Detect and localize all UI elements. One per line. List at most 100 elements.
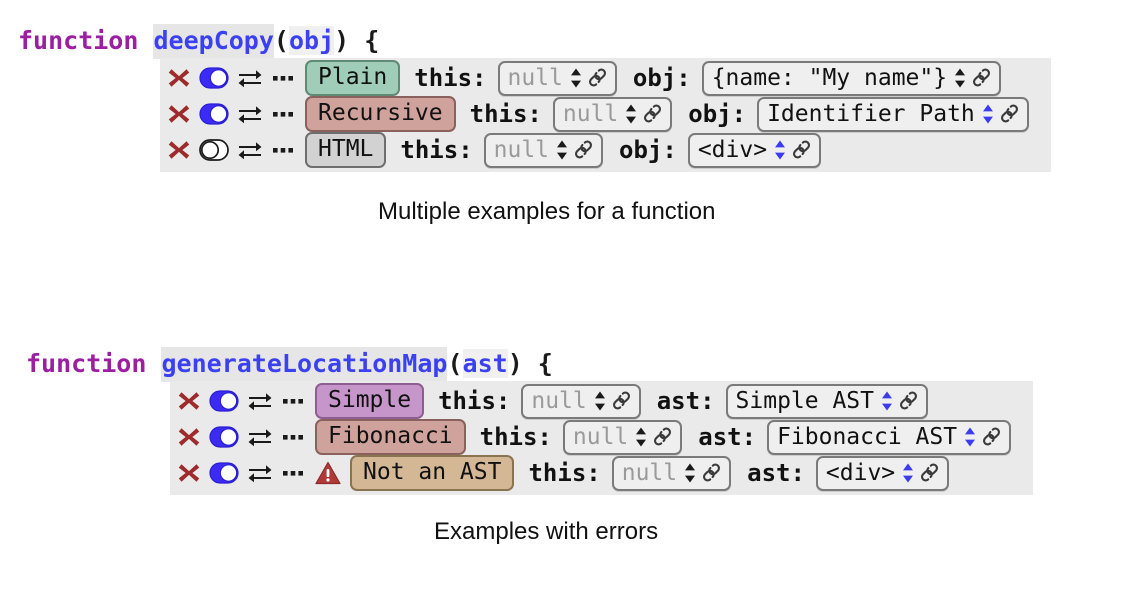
- link-chain-icon[interactable]: [587, 67, 608, 88]
- example-name-pill[interactable]: Not an AST: [350, 455, 515, 491]
- swap-arrows-icon[interactable]: [237, 67, 263, 89]
- argument-value-text[interactable]: Identifier Path: [767, 100, 975, 127]
- value-stepper-icon[interactable]: [982, 103, 994, 125]
- warning-triangle-icon[interactable]: [315, 461, 341, 485]
- argument-label: ast:: [747, 459, 805, 487]
- argument-value-field[interactable]: Fibonacci AST: [767, 419, 1012, 455]
- value-stepper-icon[interactable]: [635, 426, 647, 448]
- close-x-icon[interactable]: [166, 101, 192, 127]
- link-chain-icon[interactable]: [573, 139, 594, 160]
- argument-value-text[interactable]: null: [572, 423, 629, 450]
- toggle-switch-on-icon[interactable]: [199, 67, 229, 89]
- function-signature: function generateLocationMap(ast) {: [26, 347, 1033, 382]
- value-stepper-icon[interactable]: [556, 139, 568, 161]
- function-name[interactable]: generateLocationMap: [161, 347, 448, 382]
- example-row[interactable]: Simple this: null ast: Simple AST: [176, 383, 1027, 419]
- argument-value-text[interactable]: null: [621, 459, 678, 486]
- argument-value-text[interactable]: null: [507, 64, 563, 91]
- argument-value-field[interactable]: null: [562, 419, 683, 455]
- link-chain-icon[interactable]: [919, 462, 940, 483]
- example-name-pill[interactable]: HTML: [305, 132, 387, 168]
- argument-value-field[interactable]: null: [497, 60, 617, 96]
- function-parameter[interactable]: ast: [462, 349, 508, 378]
- link-chain-icon[interactable]: [642, 103, 663, 124]
- example-name-pill[interactable]: Plain: [305, 60, 401, 96]
- close-x-icon[interactable]: [176, 460, 202, 486]
- argument-value-field[interactable]: Simple AST: [725, 383, 929, 419]
- function-parameter[interactable]: obj: [288, 26, 335, 55]
- keyword-function: function: [26, 349, 147, 378]
- argument-value-field[interactable]: Identifier Path: [757, 96, 1029, 132]
- value-stepper-icon[interactable]: [954, 67, 966, 89]
- close-x-icon[interactable]: [166, 137, 192, 163]
- argument-value-text[interactable]: <div>: [697, 136, 768, 163]
- swap-arrows-icon[interactable]: [247, 390, 273, 412]
- value-stepper-icon[interactable]: [594, 390, 606, 412]
- argument-value-text[interactable]: null: [562, 100, 619, 127]
- link-chain-icon[interactable]: [898, 390, 919, 411]
- argument-value-field[interactable]: {name: "My name"}: [701, 60, 1002, 96]
- toggle-switch-on-icon[interactable]: [199, 103, 229, 125]
- link-chain-icon[interactable]: [999, 103, 1020, 124]
- argument-value-field[interactable]: null: [483, 132, 604, 168]
- link-chain-icon[interactable]: [791, 139, 812, 160]
- more-dots-icon[interactable]: [282, 391, 304, 411]
- close-x-icon[interactable]: [166, 65, 192, 91]
- toggle-switch-off-icon[interactable]: [199, 139, 229, 161]
- argument-label: obj:: [688, 100, 747, 128]
- argument-value-text[interactable]: Fibonacci AST: [777, 423, 958, 450]
- value-stepper-icon[interactable]: [774, 139, 786, 161]
- value-stepper-icon[interactable]: [570, 67, 582, 89]
- close-x-icon[interactable]: [176, 424, 202, 450]
- argument-value-text[interactable]: null: [531, 387, 587, 414]
- argument-value-text[interactable]: Simple AST: [735, 387, 875, 414]
- toggle-switch-on-icon[interactable]: [209, 462, 239, 484]
- function-name[interactable]: deepCopy: [153, 24, 274, 59]
- function-signature: function deepCopy(obj) {: [18, 24, 1051, 59]
- value-stepper-icon[interactable]: [964, 426, 976, 448]
- example-name-pill[interactable]: Fibonacci: [315, 419, 466, 455]
- argument-value-field[interactable]: null: [521, 383, 641, 419]
- argument-value-text[interactable]: {name: "My name"}: [711, 64, 948, 91]
- example-name-pill[interactable]: Recursive: [305, 96, 456, 132]
- link-chain-icon[interactable]: [611, 390, 632, 411]
- value-stepper-icon[interactable]: [881, 390, 893, 412]
- example-name-pill[interactable]: Simple: [315, 383, 425, 419]
- swap-arrows-icon[interactable]: [237, 103, 263, 125]
- toggle-switch-on-icon[interactable]: [209, 426, 239, 448]
- swap-arrows-icon[interactable]: [247, 462, 273, 484]
- value-stepper-icon[interactable]: [684, 462, 696, 484]
- more-dots-icon[interactable]: [282, 463, 304, 483]
- value-stepper-icon[interactable]: [902, 462, 914, 484]
- link-chain-icon[interactable]: [971, 67, 992, 88]
- argument-label: obj:: [632, 64, 691, 92]
- value-stepper-icon[interactable]: [625, 103, 637, 125]
- close-x-icon[interactable]: [176, 388, 202, 414]
- argument-value-text[interactable]: null: [493, 136, 550, 163]
- more-dots-icon[interactable]: [282, 427, 304, 447]
- argument-label: this:: [438, 387, 511, 415]
- more-dots-icon[interactable]: [272, 68, 294, 88]
- argument-value-field[interactable]: null: [611, 455, 732, 491]
- link-chain-icon[interactable]: [981, 426, 1002, 447]
- toggle-switch-on-icon[interactable]: [209, 390, 239, 412]
- swap-arrows-icon[interactable]: [237, 139, 263, 161]
- function-example-block: function generateLocationMap(ast) {Simpl…: [26, 347, 1034, 495]
- argument-value-field[interactable]: <div>: [687, 132, 822, 168]
- argument-label: ast:: [656, 387, 715, 415]
- argument-value-text[interactable]: <div>: [825, 459, 896, 486]
- argument-value-field[interactable]: null: [552, 96, 673, 132]
- more-dots-icon[interactable]: [272, 104, 294, 124]
- argument-value-field[interactable]: <div>: [815, 455, 950, 491]
- link-chain-icon[interactable]: [701, 462, 722, 483]
- swap-arrows-icon[interactable]: [247, 426, 273, 448]
- link-chain-icon[interactable]: [652, 426, 673, 447]
- more-dots-icon[interactable]: [272, 140, 294, 160]
- argument-label: ast:: [698, 423, 757, 451]
